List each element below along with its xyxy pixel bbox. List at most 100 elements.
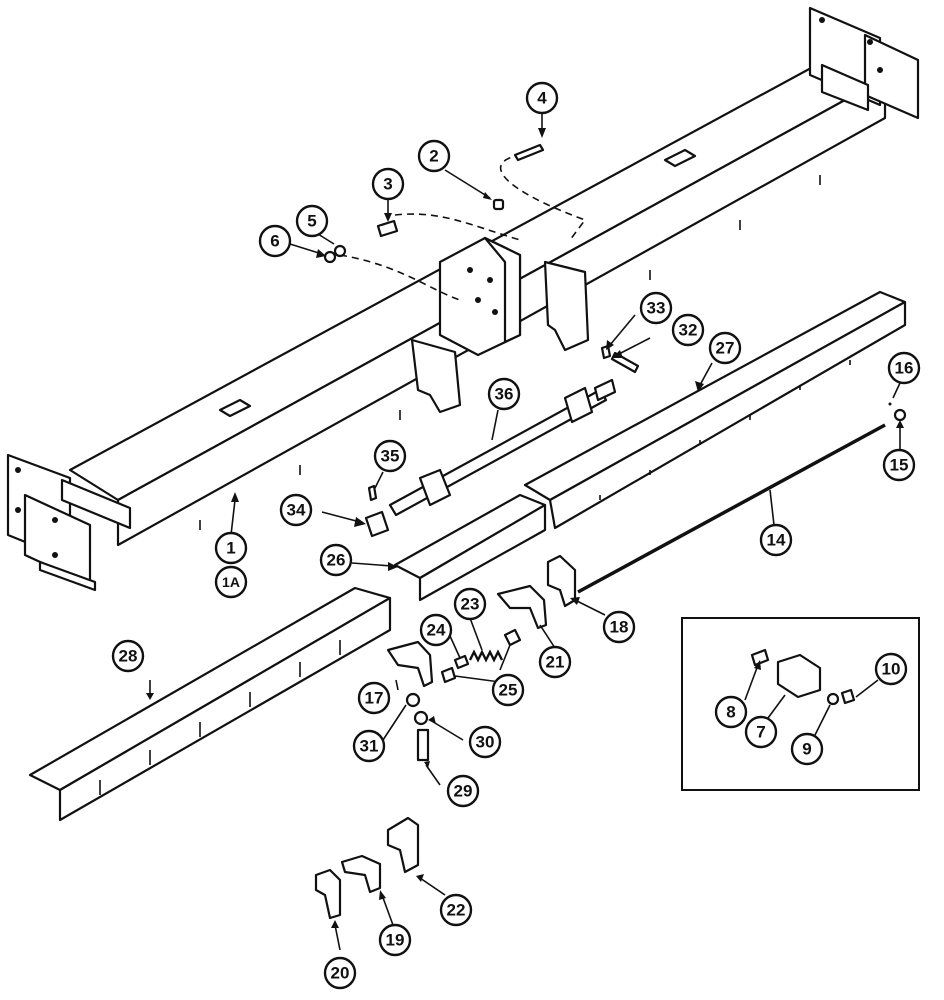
svg-text:32: 32: [679, 321, 698, 340]
callout-30: 30: [468, 725, 502, 759]
svg-text:35: 35: [381, 447, 400, 466]
callout-24: 24: [419, 613, 453, 647]
nut-part-10: [840, 688, 856, 705]
nut-part-15: [893, 408, 907, 422]
callout-21: 21: [538, 645, 572, 679]
angle-rail-part-28: [28, 586, 392, 822]
svg-text:30: 30: [476, 733, 495, 752]
svg-text:28: 28: [119, 647, 138, 666]
svg-text:22: 22: [447, 901, 466, 920]
dashed-leader-bolt: [499, 154, 587, 241]
svg-text:1A: 1A: [222, 574, 240, 590]
callout-leaders: [146, 113, 904, 951]
svg-text:21: 21: [546, 653, 565, 672]
svg-text:8: 8: [726, 703, 735, 722]
svg-text:26: 26: [327, 551, 346, 570]
callout-10: 10: [874, 652, 908, 686]
plug-part-25b: [440, 666, 457, 684]
pin-part-16: [888, 402, 892, 406]
spring-part-23: [468, 649, 504, 663]
clip-part-7: [776, 653, 822, 699]
svg-text:31: 31: [360, 737, 379, 756]
callout-1: 1: [214, 531, 248, 565]
washer-part-9: [826, 692, 840, 706]
svg-text:19: 19: [386, 931, 405, 950]
callout-28: 28: [111, 639, 145, 673]
pin-part-35: [367, 484, 378, 502]
bracket-part-17: [386, 640, 434, 688]
svg-text:18: 18: [610, 618, 629, 637]
callout-35: 35: [373, 439, 407, 473]
callout-17: 17: [357, 681, 391, 715]
svg-text:16: 16: [895, 359, 914, 378]
callout-8: 8: [714, 695, 748, 729]
dashed-leader-pin: [394, 213, 521, 241]
bracket-part-18: [546, 554, 577, 608]
rod-part-14: [577, 423, 886, 594]
svg-text:17: 17: [365, 689, 384, 708]
svg-text:5: 5: [307, 212, 316, 231]
cotter-pin-part-33: [600, 344, 612, 360]
callout-16: 16: [887, 351, 921, 385]
svg-text:33: 33: [647, 299, 666, 318]
svg-text:4: 4: [537, 89, 547, 108]
callout-29: 29: [446, 774, 480, 808]
dashed-leader-nut: [339, 254, 461, 301]
plug-part-25a: [503, 628, 522, 647]
callout-5: 5: [295, 204, 329, 238]
angle-rail-part-27: [523, 290, 907, 530]
callout-14: 14: [759, 523, 793, 557]
svg-text:27: 27: [716, 339, 735, 358]
callout-6: 6: [258, 224, 292, 258]
lockwasher-part-30: [413, 710, 429, 726]
svg-text:24: 24: [427, 621, 446, 640]
bracket-part-21: [496, 584, 548, 630]
detail-inset-frame: [681, 617, 920, 791]
svg-text:29: 29: [454, 782, 473, 801]
callout-1a: 1A: [214, 565, 248, 599]
center-mount-bracket: [410, 236, 590, 414]
svg-text:9: 9: [802, 740, 811, 759]
callout-9: 9: [790, 732, 824, 766]
bolt-part-29: [416, 728, 430, 762]
shaft-part-36: [388, 378, 617, 517]
bracket-part-22: [386, 816, 420, 874]
callout-25: 25: [491, 673, 525, 707]
bracket-part-19: [340, 854, 382, 894]
svg-text:1: 1: [226, 539, 235, 558]
pin-part-3: [376, 219, 399, 238]
callout-20: 20: [323, 956, 357, 990]
callout-34: 34: [279, 493, 313, 527]
bolt-part-4: [513, 143, 545, 162]
washer-part-5: [333, 244, 347, 258]
callout-4: 4: [525, 81, 559, 115]
svg-text:20: 20: [331, 964, 350, 983]
nut-part-6: [323, 250, 337, 264]
callout-36: 36: [487, 377, 521, 411]
svg-text:10: 10: [882, 660, 901, 679]
angle-rail-part-26: [393, 493, 547, 602]
svg-text:34: 34: [287, 501, 306, 520]
callout-15: 15: [882, 448, 916, 482]
callout-31: 31: [352, 729, 386, 763]
callout-3: 3: [371, 167, 405, 201]
spacer-part-24: [453, 654, 470, 670]
svg-text:36: 36: [495, 385, 514, 404]
washer-part-31: [405, 692, 421, 708]
callout-2: 2: [417, 139, 451, 173]
svg-text:25: 25: [499, 681, 518, 700]
callout-18: 18: [602, 610, 636, 644]
callout-23: 23: [453, 587, 487, 621]
nut-part-2: [492, 198, 505, 211]
svg-text:14: 14: [767, 531, 786, 550]
svg-text:23: 23: [461, 595, 480, 614]
svg-text:3: 3: [383, 175, 392, 194]
callout-26: 26: [319, 543, 353, 577]
callout-7: 7: [744, 715, 778, 749]
callout-27: 27: [708, 331, 742, 365]
callout-22: 22: [439, 893, 473, 927]
svg-text:15: 15: [890, 456, 909, 475]
bushing-part-34: [364, 510, 390, 538]
